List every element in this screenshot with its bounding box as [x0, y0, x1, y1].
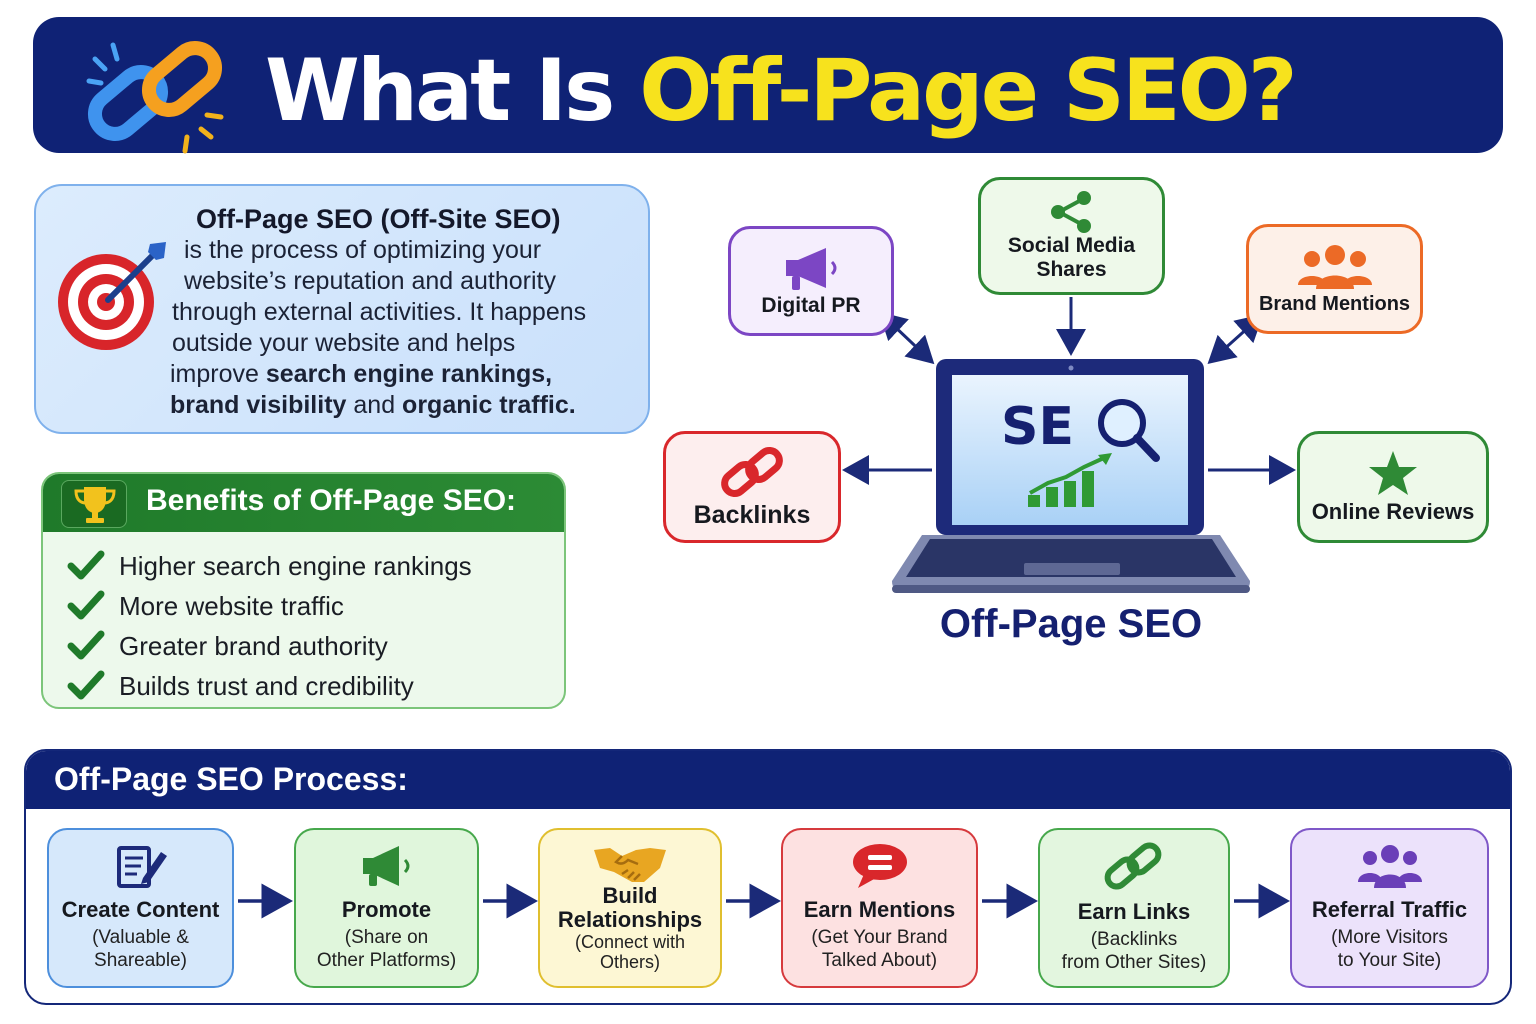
step-subtitle-line-2: Talked About) — [821, 950, 938, 971]
diagram-center-label: Off-Page SEO — [939, 602, 1203, 646]
node-label: Brand Mentions — [1258, 292, 1411, 315]
definition-line-6-bold-2: organic traffic. — [402, 391, 576, 419]
definition-line-3: through external activities. It happens — [172, 298, 587, 326]
node-social-media-shares: Social Media Shares — [978, 177, 1165, 295]
step-subtitle-line-2: from Other Sites) — [1061, 952, 1207, 973]
trophy-icon — [61, 480, 127, 528]
node-label: Digital PR — [761, 293, 861, 317]
benefit-label: Builds trust and credibility — [119, 670, 414, 701]
definition-line-6: brand visibility and organic traffic. — [170, 390, 634, 421]
step-subtitle-line-1: (Backlinks — [1090, 929, 1178, 950]
step-subtitle-line-1: (Share on — [344, 927, 429, 948]
checkmark-icon — [67, 550, 105, 580]
process-step-build-relationships: Build Relationships (Connect with Others… — [538, 828, 722, 988]
arrow-brand — [1207, 313, 1264, 365]
process-section: Off-Page SEO Process: — [24, 749, 1512, 1005]
process-header: Off-Page SEO Process: — [26, 751, 1510, 809]
node-label-line-2: Shares — [1036, 258, 1107, 281]
step-title-line-2: Relationships — [557, 907, 703, 932]
step-subtitle-line-2: to Your Site) — [1337, 950, 1442, 971]
checkmark-icon — [67, 590, 105, 620]
node-label: Online Reviews — [1311, 499, 1475, 525]
node-digital-pr: Digital PR — [728, 226, 894, 336]
step-subtitle-line-2: Other Platforms) — [316, 950, 457, 971]
step-subtitle-line-2: Shareable) — [94, 950, 187, 971]
speech-bubble-icon — [852, 844, 907, 888]
definition-line-5-bold: search engine rankings, — [265, 360, 553, 388]
definition-line-2: website’s reputation and authority — [184, 267, 556, 295]
chain-link-icon — [721, 446, 783, 497]
title-yellow-part: Off-Page SEO? — [639, 41, 1297, 141]
process-step-referral-traffic: Referral Traffic (More Visitors to Your … — [1290, 828, 1489, 988]
checkmark-icon — [67, 630, 105, 660]
step-title: Promote — [341, 897, 432, 922]
step-subtitle-line-2: Others) — [599, 952, 660, 972]
step-title: Earn Links — [1077, 899, 1191, 924]
step-title-line-1: Build — [602, 883, 658, 908]
step-title: Referral Traffic — [1311, 897, 1468, 922]
share-icon — [1050, 190, 1091, 233]
definition-line-1: is the process of optimizing your — [184, 236, 542, 264]
node-brand-mentions: Brand Mentions — [1246, 224, 1423, 334]
checkmark-icon — [67, 670, 105, 700]
definition-line-5-plain: improve — [170, 360, 266, 388]
header-banner: What Is Off-Page SEO? — [33, 17, 1503, 154]
edit-document-icon — [116, 846, 167, 888]
step-subtitle-line-1: (Get Your Brand — [811, 927, 948, 948]
title-white-part: What Is — [265, 41, 640, 141]
definition-title: Off-Page SEO (Off-Site SEO) — [196, 204, 561, 234]
list-item: More website traffic — [67, 586, 472, 626]
list-item: Builds trust and credibility — [67, 666, 472, 706]
process-step-promote: Promote (Share on Other Platforms) — [294, 828, 479, 988]
benefit-label: Greater brand authority — [119, 630, 388, 661]
step-subtitle-line-1: (Valuable & — [92, 927, 189, 948]
benefit-label: Higher search engine rankings — [119, 550, 472, 581]
arrow-pr — [878, 311, 935, 365]
chain-link-icon — [1104, 842, 1162, 890]
benefit-label: More website traffic — [119, 590, 344, 621]
process-step-earn-mentions: Earn Mentions (Get Your Brand Talked Abo… — [781, 828, 978, 988]
process-step-create-content: Create Content (Valuable & Shareable) — [47, 828, 234, 988]
node-label: Backlinks — [693, 500, 811, 529]
step-subtitle-line-1: (More Visitors — [1331, 927, 1448, 948]
target-icon — [58, 242, 166, 350]
benefits-card: Benefits of Off-Page SEO: Higher search … — [41, 472, 566, 709]
process-step-earn-links: Earn Links (Backlinks from Other Sites) — [1038, 828, 1230, 988]
seo-screen-text: SE — [1001, 397, 1074, 457]
definition-line-5: improve search engine rankings, — [170, 359, 634, 390]
definition-line-6-bold-1: brand visibility — [170, 391, 347, 419]
node-backlinks: Backlinks — [663, 431, 841, 543]
node-label-line-1: Social Media — [1007, 233, 1136, 257]
handshake-icon — [594, 848, 666, 882]
process-title: Off-Page SEO Process: — [54, 761, 408, 797]
list-item: Greater brand authority — [67, 626, 472, 666]
step-title: Create Content — [61, 897, 220, 922]
step-subtitle-line-1: (Connect with — [574, 932, 686, 952]
group-people-icon — [1297, 244, 1372, 289]
benefits-list: Higher search engine rankings More websi… — [67, 546, 472, 706]
chain-link-icon — [86, 41, 224, 154]
laptop-illustration: SE — [892, 359, 1250, 593]
megaphone-icon — [786, 247, 837, 290]
node-online-reviews: Online Reviews — [1297, 431, 1489, 543]
benefits-title: Benefits of Off-Page SEO: — [146, 484, 517, 517]
definition-card: Off-Page SEO (Off-Site SEO) is the proce… — [34, 184, 650, 434]
page-title: What Is Off-Page SEO? — [265, 31, 1298, 151]
group-people-icon — [1357, 845, 1422, 888]
definition-text: Off-Page SEO (Off-Site SEO) is the proce… — [170, 204, 634, 421]
list-item: Higher search engine rankings — [67, 546, 472, 586]
star-icon — [1369, 451, 1417, 496]
megaphone-icon — [362, 846, 409, 886]
step-title: Earn Mentions — [803, 897, 956, 922]
definition-line-4: outside your website and helps — [172, 329, 516, 357]
definition-line-6-plain: and — [346, 391, 403, 419]
benefits-header: Benefits of Off-Page SEO: — [43, 474, 564, 532]
